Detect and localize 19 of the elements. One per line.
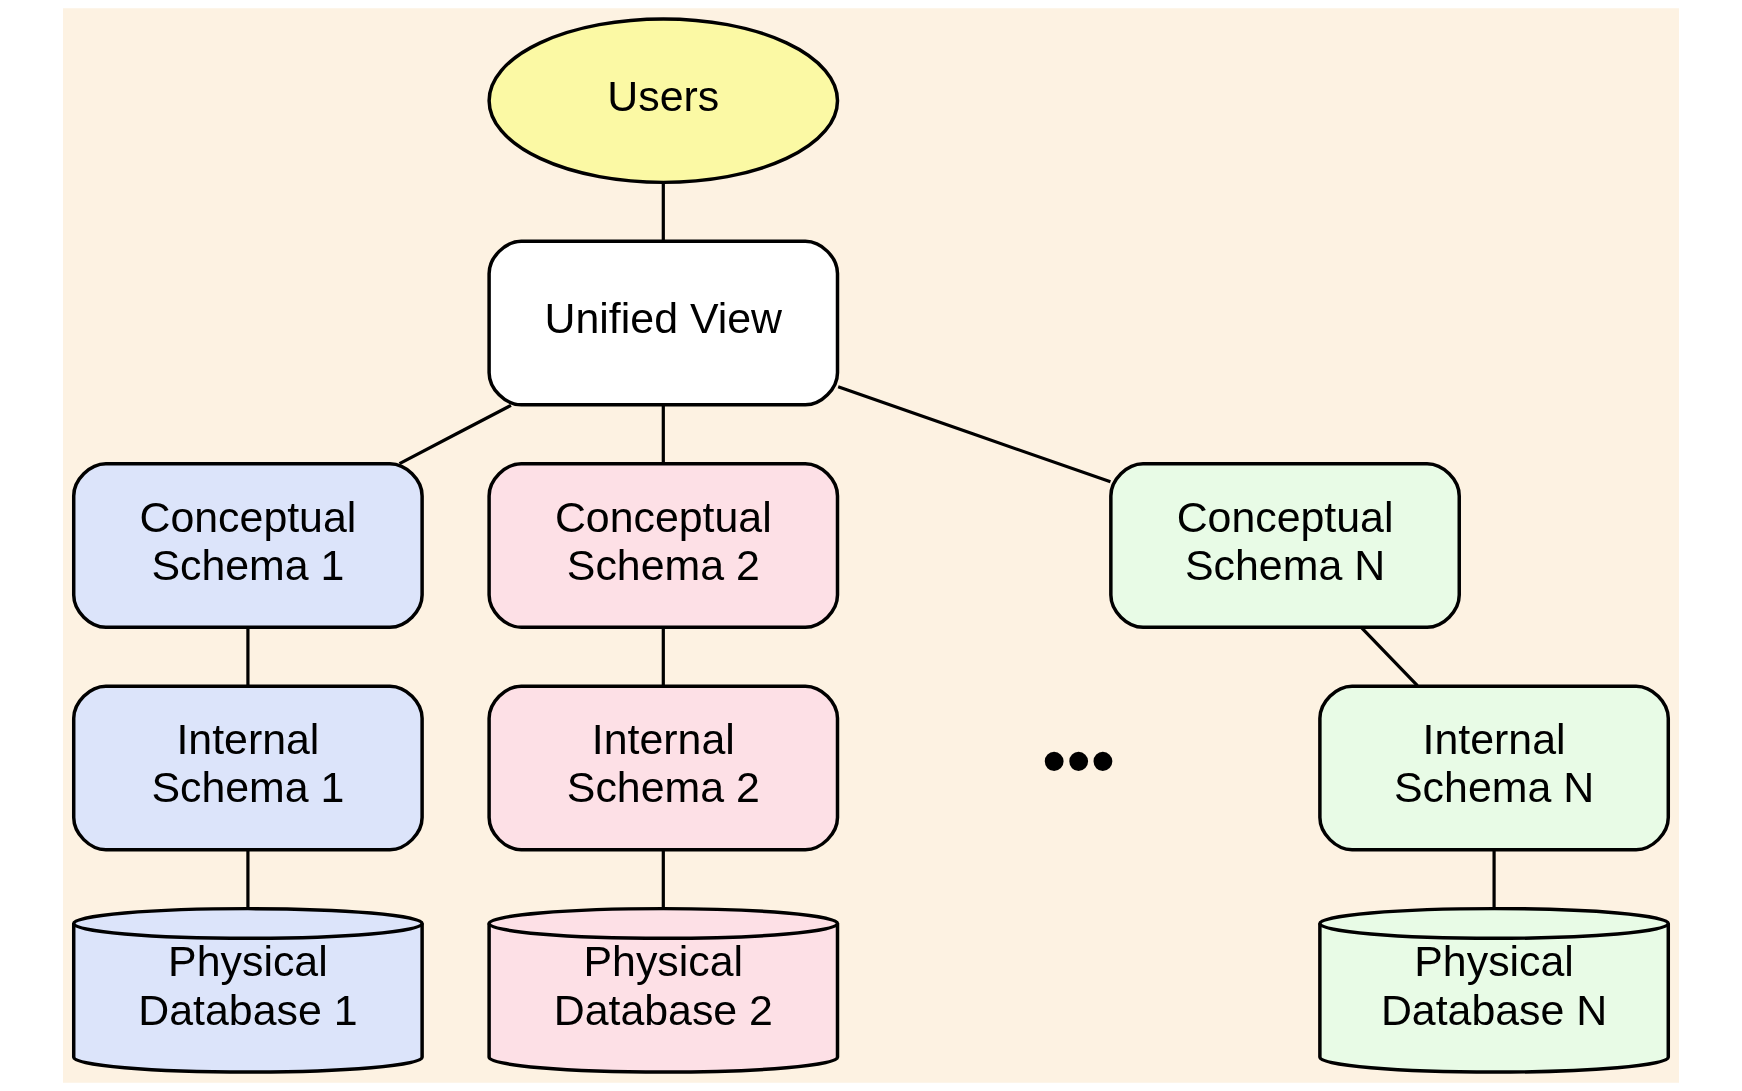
- connector: [661, 627, 665, 686]
- connector: [398, 403, 512, 466]
- node-box: Internal Schema 1: [72, 684, 424, 852]
- connector: [1360, 626, 1419, 687]
- connector: [661, 850, 665, 909]
- connector: [246, 850, 250, 909]
- connector: [661, 182, 665, 241]
- connector: [246, 627, 250, 686]
- node-box: Internal Schema N: [1318, 684, 1670, 852]
- node-box: Unified View: [487, 239, 840, 407]
- node-box: Conceptual Schema 1: [72, 462, 424, 629]
- node-box: Conceptual Schema 2: [487, 462, 840, 629]
- node-box: Conceptual Schema N: [1109, 462, 1461, 629]
- label: •••: [1042, 721, 1116, 800]
- connector: [1492, 850, 1496, 909]
- connector: [661, 405, 665, 464]
- node-box: Internal Schema 2: [487, 684, 840, 852]
- connector: [837, 385, 1111, 484]
- node-ellipse: Users: [487, 17, 840, 185]
